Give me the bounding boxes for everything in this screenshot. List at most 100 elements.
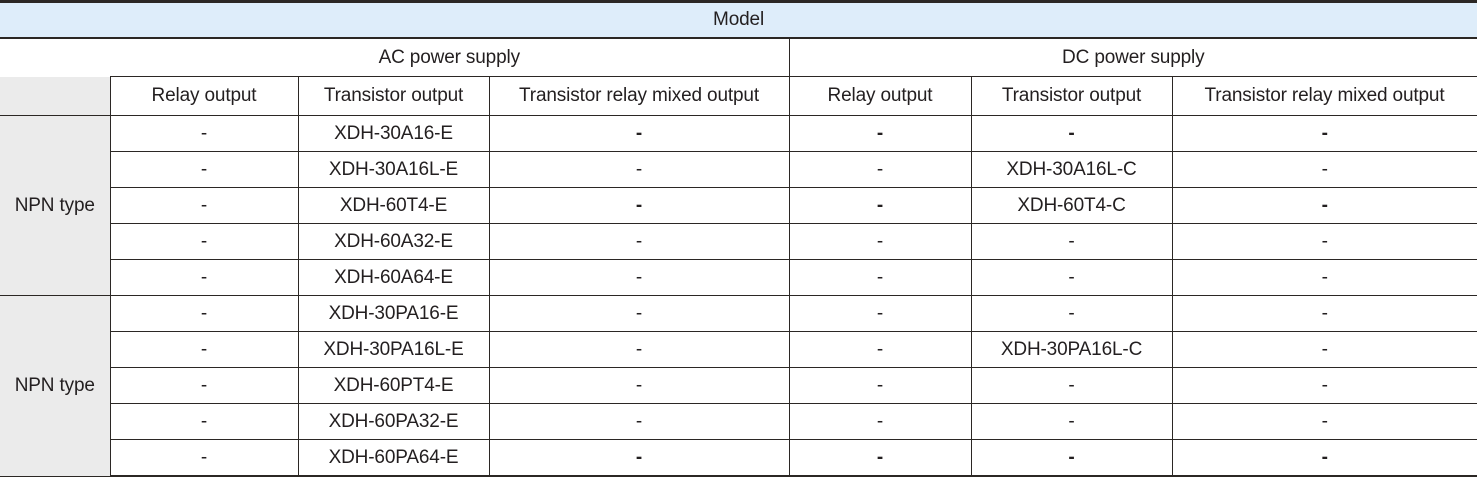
dash-glyph: - xyxy=(876,410,884,432)
table-row: -XDH-60PT4-E---- xyxy=(0,367,1477,404)
dash-glyph: - xyxy=(1321,266,1328,288)
dash-glyph: - xyxy=(1068,122,1075,144)
cell-empty-dash: - xyxy=(788,115,972,152)
dash-glyph: - xyxy=(876,374,884,396)
table-row: -XDH-60T4-E--XDH-60T4-C- xyxy=(0,187,1477,224)
dash-glyph: - xyxy=(1321,230,1328,252)
cell-empty-dash: - xyxy=(109,403,299,440)
column-header-row: Relay output Transistor output Transisto… xyxy=(0,76,1477,116)
cell-model-number: XDH-30PA16L-C xyxy=(970,331,1173,368)
cell-empty-dash: - xyxy=(970,439,1173,477)
cell-empty-dash: - xyxy=(488,115,790,152)
table-row: -XDH-60A64-E---- xyxy=(0,259,1477,296)
cell-empty-dash: - xyxy=(788,367,972,404)
dash-glyph: - xyxy=(1068,230,1075,252)
cell-empty-dash: - xyxy=(1171,187,1477,224)
dash-glyph: - xyxy=(1321,194,1328,216)
cell-empty-dash: - xyxy=(488,439,790,477)
header-corner-cell xyxy=(0,76,111,116)
dash-glyph: - xyxy=(635,338,643,360)
cell-empty-dash: - xyxy=(109,259,299,296)
cell-empty-dash: - xyxy=(788,151,972,188)
dash-glyph: - xyxy=(876,338,884,360)
cell-empty-dash: - xyxy=(1171,295,1477,332)
cell-empty-dash: - xyxy=(970,259,1173,296)
dash-glyph: - xyxy=(200,158,208,180)
cell-empty-dash: - xyxy=(1171,115,1477,152)
table-row: -XDH-30A16L-E--XDH-30A16L-C- xyxy=(0,151,1477,188)
cell-empty-dash: - xyxy=(488,295,790,332)
table-row: -XDH-60A32-E---- xyxy=(0,223,1477,260)
cell-empty-dash: - xyxy=(788,187,972,224)
cell-empty-dash: - xyxy=(488,331,790,368)
cell-empty-dash: - xyxy=(1171,439,1477,477)
cell-empty-dash: - xyxy=(1171,151,1477,188)
cell-empty-dash: - xyxy=(109,223,299,260)
dash-glyph: - xyxy=(200,266,208,288)
cell-empty-dash: - xyxy=(1171,259,1477,296)
dash-glyph: - xyxy=(1321,338,1328,360)
row-group-type-label: NPN type xyxy=(0,115,111,296)
cell-empty-dash: - xyxy=(488,403,790,440)
dash-glyph: - xyxy=(635,302,643,324)
cell-empty-dash: - xyxy=(788,259,972,296)
dash-glyph: - xyxy=(200,338,208,360)
cell-empty-dash: - xyxy=(788,403,972,440)
cell-model-number: XDH-30PA16-E xyxy=(297,295,490,332)
dash-glyph: - xyxy=(635,374,643,396)
cell-empty-dash: - xyxy=(1171,403,1477,440)
dash-glyph: - xyxy=(876,230,884,252)
cell-model-number: XDH-60T4-E xyxy=(297,187,490,224)
cell-empty-dash: - xyxy=(788,223,972,260)
cell-empty-dash: - xyxy=(970,403,1173,440)
cell-empty-dash: - xyxy=(109,439,299,477)
cell-empty-dash: - xyxy=(488,223,790,260)
dash-glyph: - xyxy=(1321,410,1328,432)
cell-empty-dash: - xyxy=(1171,331,1477,368)
dash-glyph: - xyxy=(635,158,643,180)
dash-glyph: - xyxy=(200,122,208,144)
column-header-ac-transistor-output: Transistor output xyxy=(297,76,490,116)
dash-glyph: - xyxy=(1068,302,1075,324)
cell-empty-dash: - xyxy=(488,151,790,188)
cell-model-number: XDH-30A16L-C xyxy=(970,151,1173,188)
dash-glyph: - xyxy=(200,446,208,468)
model-banner-row: Model xyxy=(0,0,1477,39)
dash-glyph: - xyxy=(1321,122,1328,144)
cell-empty-dash: - xyxy=(1171,223,1477,260)
cell-empty-dash: - xyxy=(488,367,790,404)
dash-glyph: - xyxy=(876,446,884,468)
column-header-ac-transistor-relay-mixed-output: Transistor relay mixed output xyxy=(488,76,790,116)
dash-glyph: - xyxy=(876,194,884,216)
table-row: -XDH-60PA64-E---- xyxy=(0,439,1477,477)
cell-empty-dash: - xyxy=(109,151,299,188)
supply-group-ac: AC power supply xyxy=(110,38,789,77)
dash-glyph: - xyxy=(876,122,884,144)
cell-model-number: XDH-30A16L-E xyxy=(297,151,490,188)
cell-empty-dash: - xyxy=(788,295,972,332)
table-row: -XDH-60PA32-E---- xyxy=(0,403,1477,440)
dash-glyph: - xyxy=(200,410,208,432)
row-group-type-label: NPN type xyxy=(0,295,111,477)
cell-empty-dash: - xyxy=(109,187,299,224)
cell-model-number: XDH-60A32-E xyxy=(297,223,490,260)
column-header-dc-relay-output: Relay output xyxy=(788,76,972,116)
dash-glyph: - xyxy=(1321,302,1328,324)
dash-glyph: - xyxy=(635,230,643,252)
model-banner-label: Model xyxy=(0,0,1477,39)
supply-group-corner-spacer xyxy=(0,38,110,77)
cell-model-number: XDH-30PA16L-E xyxy=(297,331,490,368)
cell-empty-dash: - xyxy=(1171,367,1477,404)
dash-glyph: - xyxy=(635,194,643,216)
cell-model-number: XDH-60PA64-E xyxy=(297,439,490,477)
cell-empty-dash: - xyxy=(788,331,972,368)
cell-empty-dash: - xyxy=(970,367,1173,404)
dash-glyph: - xyxy=(635,122,643,144)
table-row: - XDH-30PA16L-E - - XDH-30PA16L-C - xyxy=(0,331,1477,368)
dash-glyph: - xyxy=(635,266,643,288)
cell-empty-dash: - xyxy=(970,223,1173,260)
dash-glyph: - xyxy=(876,302,884,324)
dash-glyph: - xyxy=(1321,446,1328,468)
supply-group-row: AC power supply DC power supply xyxy=(0,38,1477,77)
